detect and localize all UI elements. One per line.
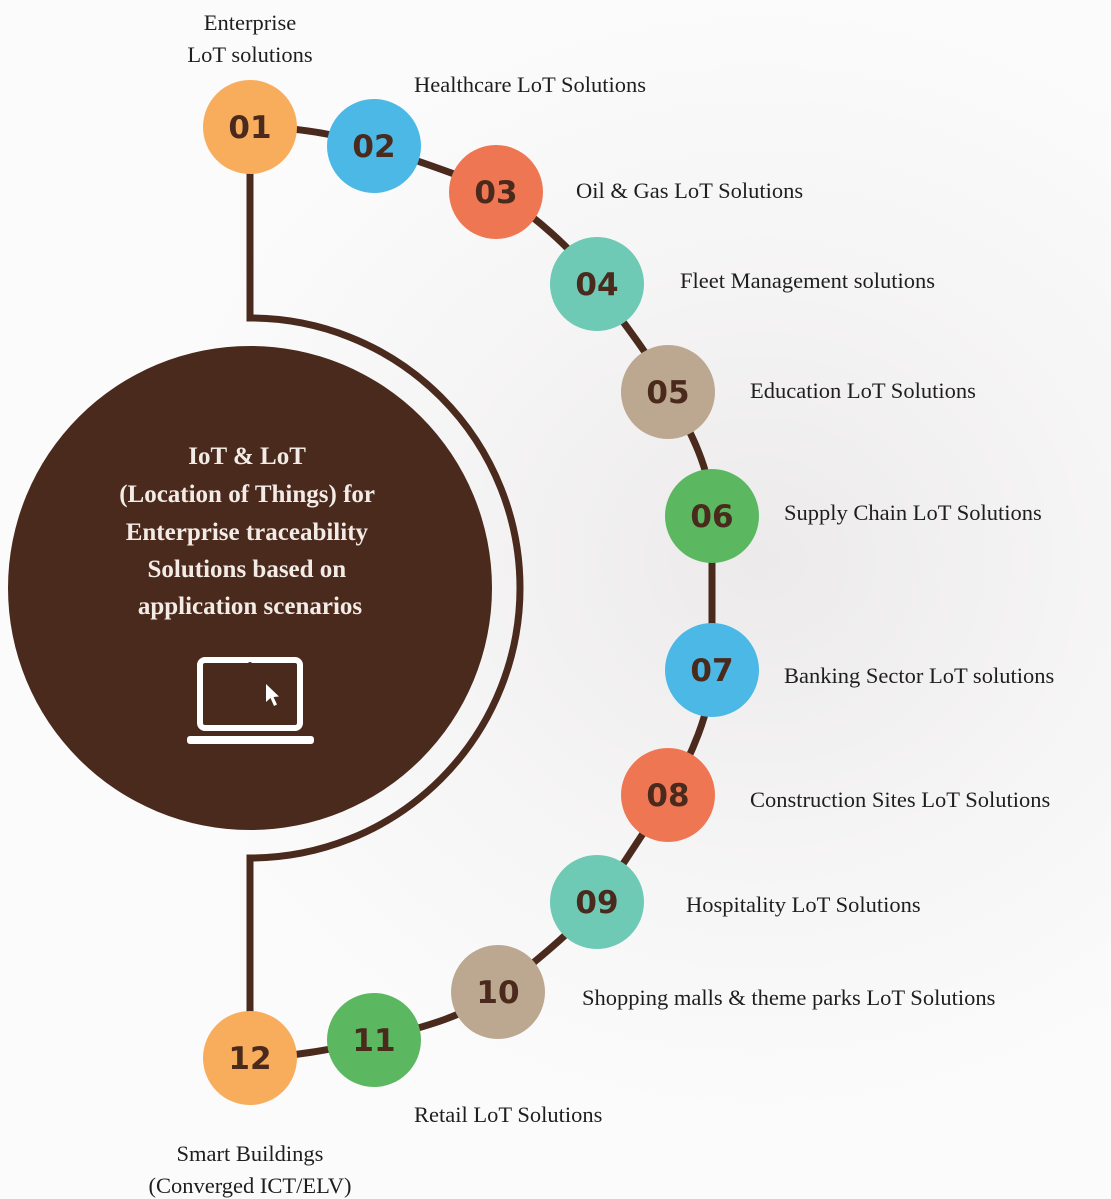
center-title-line: application scenarios: [138, 593, 363, 620]
step-circle: [451, 945, 545, 1039]
step-label-line: Healthcare LoT Solutions: [414, 72, 646, 97]
step-label-line: Education LoT Solutions: [750, 378, 976, 403]
step-node-06: 06 Supply Chain LoT Solutions: [665, 469, 1042, 563]
step-circle: [665, 623, 759, 717]
step-label: Construction Sites LoT Solutions: [750, 787, 1050, 812]
step-label-line: Supply Chain LoT Solutions: [784, 500, 1042, 525]
step-circle: [621, 748, 715, 842]
step-circle: [665, 469, 759, 563]
step-number: 12: [228, 1041, 271, 1077]
center-title-line: Enterprise traceability: [126, 519, 369, 546]
step-label: Retail LoT Solutions: [414, 1102, 602, 1127]
step-label-line: Smart Buildings: [177, 1141, 324, 1166]
step-label: Banking Sector LoT solutions: [784, 663, 1054, 688]
step-number: 10: [476, 975, 519, 1011]
step-circle: [203, 1011, 297, 1105]
step-label: Shopping malls & theme parks LoT Solutio…: [582, 985, 995, 1010]
step-label-line: Construction Sites LoT Solutions: [750, 787, 1050, 812]
step-number: 02: [352, 129, 395, 165]
step-node-08: 08 Construction Sites LoT Solutions: [621, 748, 1050, 842]
step-label-line: Hospitality LoT Solutions: [686, 892, 921, 917]
center-circle: [8, 346, 492, 830]
center-title-line: IoT & LoT: [188, 443, 306, 470]
step-circle: [621, 345, 715, 439]
step-number: 09: [575, 885, 618, 921]
step-circle: [203, 80, 297, 174]
step-circle: [550, 237, 644, 331]
step-number: 03: [474, 175, 517, 211]
step-number: 04: [575, 267, 618, 303]
step-number: 05: [646, 375, 689, 411]
step-node-09: 09 Hospitality LoT Solutions: [550, 855, 921, 949]
center-title-line: (Location of Things) for: [119, 481, 375, 508]
step-node-04: 04 Fleet Management solutions: [550, 237, 935, 331]
step-circle: [449, 145, 543, 239]
step-label-line: Fleet Management solutions: [680, 268, 935, 293]
step-label: Oil & Gas LoT Solutions: [576, 178, 803, 203]
step-label-line: (Converged ICT/ELV): [148, 1173, 351, 1198]
step-label-line: Oil & Gas LoT Solutions: [576, 178, 803, 203]
center-title: IoT & LoT (Location of Things) for Enter…: [119, 443, 381, 620]
step-label: Healthcare LoT Solutions: [414, 72, 646, 97]
step-label-line: Enterprise: [204, 10, 296, 35]
step-circle: [327, 993, 421, 1087]
bracket-arc: [246, 127, 524, 1058]
step-label-line: Banking Sector LoT solutions: [784, 663, 1054, 688]
step-label: Education LoT Solutions: [750, 378, 976, 403]
step-label: Hospitality LoT Solutions: [686, 892, 921, 917]
step-node-03: 03 Oil & Gas LoT Solutions: [449, 145, 803, 239]
step-label: Supply Chain LoT Solutions: [784, 500, 1042, 525]
step-number: 08: [646, 778, 689, 814]
step-number: 11: [352, 1023, 395, 1059]
step-label-line: LoT solutions: [187, 42, 312, 67]
center-title-line: Solutions based on: [148, 556, 347, 583]
step-number: 06: [690, 499, 733, 535]
step-circle: [550, 855, 644, 949]
step-label: Fleet Management solutions: [680, 268, 935, 293]
step-node-07: 07 Banking Sector LoT solutions: [665, 623, 1054, 717]
step-label: Smart Buildings (Converged ICT/ELV): [148, 1141, 351, 1198]
step-node-05: 05 Education LoT Solutions: [621, 345, 976, 439]
step-node-02: 02 Healthcare LoT Solutions: [327, 72, 646, 193]
step-circle: [327, 99, 421, 193]
step-node-10: 10 Shopping malls & theme parks LoT Solut…: [451, 945, 995, 1039]
laptop-cursor-icon: [187, 657, 314, 744]
step-number: 01: [228, 110, 271, 146]
step-label-line: Retail LoT Solutions: [414, 1102, 602, 1127]
step-label-line: Shopping malls & theme parks LoT Solutio…: [582, 985, 995, 1010]
step-number: 07: [690, 653, 733, 689]
